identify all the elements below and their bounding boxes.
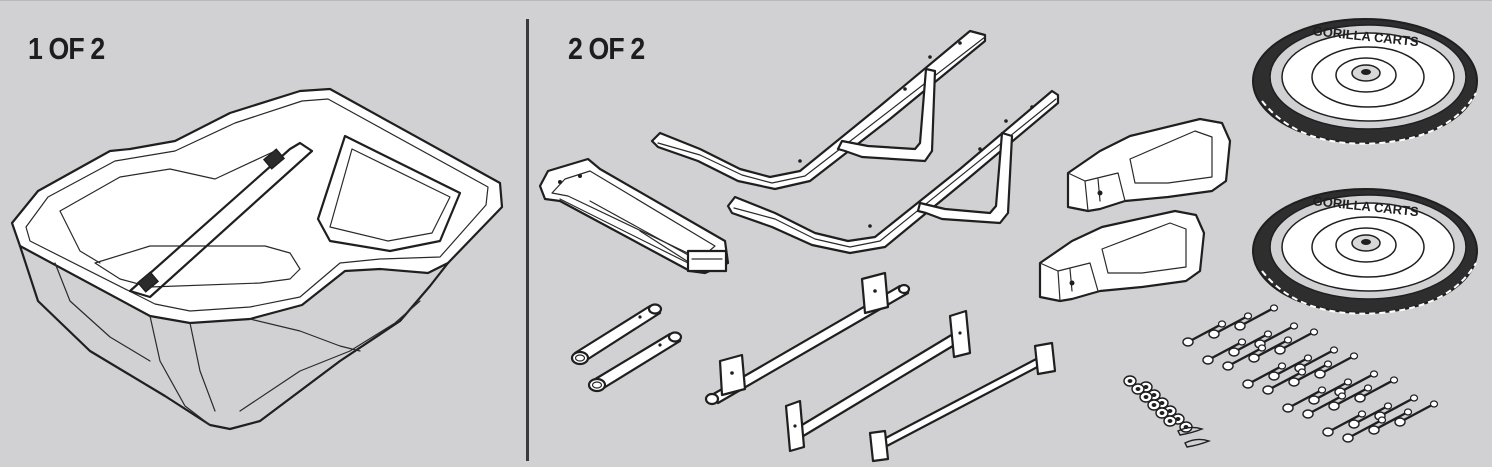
hardware-set — [1123, 304, 1439, 448]
panel-label-2: 2 OF 2 — [568, 31, 645, 66]
front-bracket — [538, 157, 730, 275]
panel-label-1: 1 OF 2 — [28, 31, 105, 66]
pins — [570, 303, 683, 393]
axle-bars — [704, 271, 1057, 463]
panel-divider — [526, 19, 529, 461]
tire-2: GORILLA CARTS — [1252, 188, 1478, 315]
tire-1: GORILLA CARTS — [1252, 18, 1478, 145]
handle-grips — [1038, 117, 1232, 303]
dump-cart-tub — [10, 87, 504, 431]
frame-rails — [650, 29, 1060, 255]
